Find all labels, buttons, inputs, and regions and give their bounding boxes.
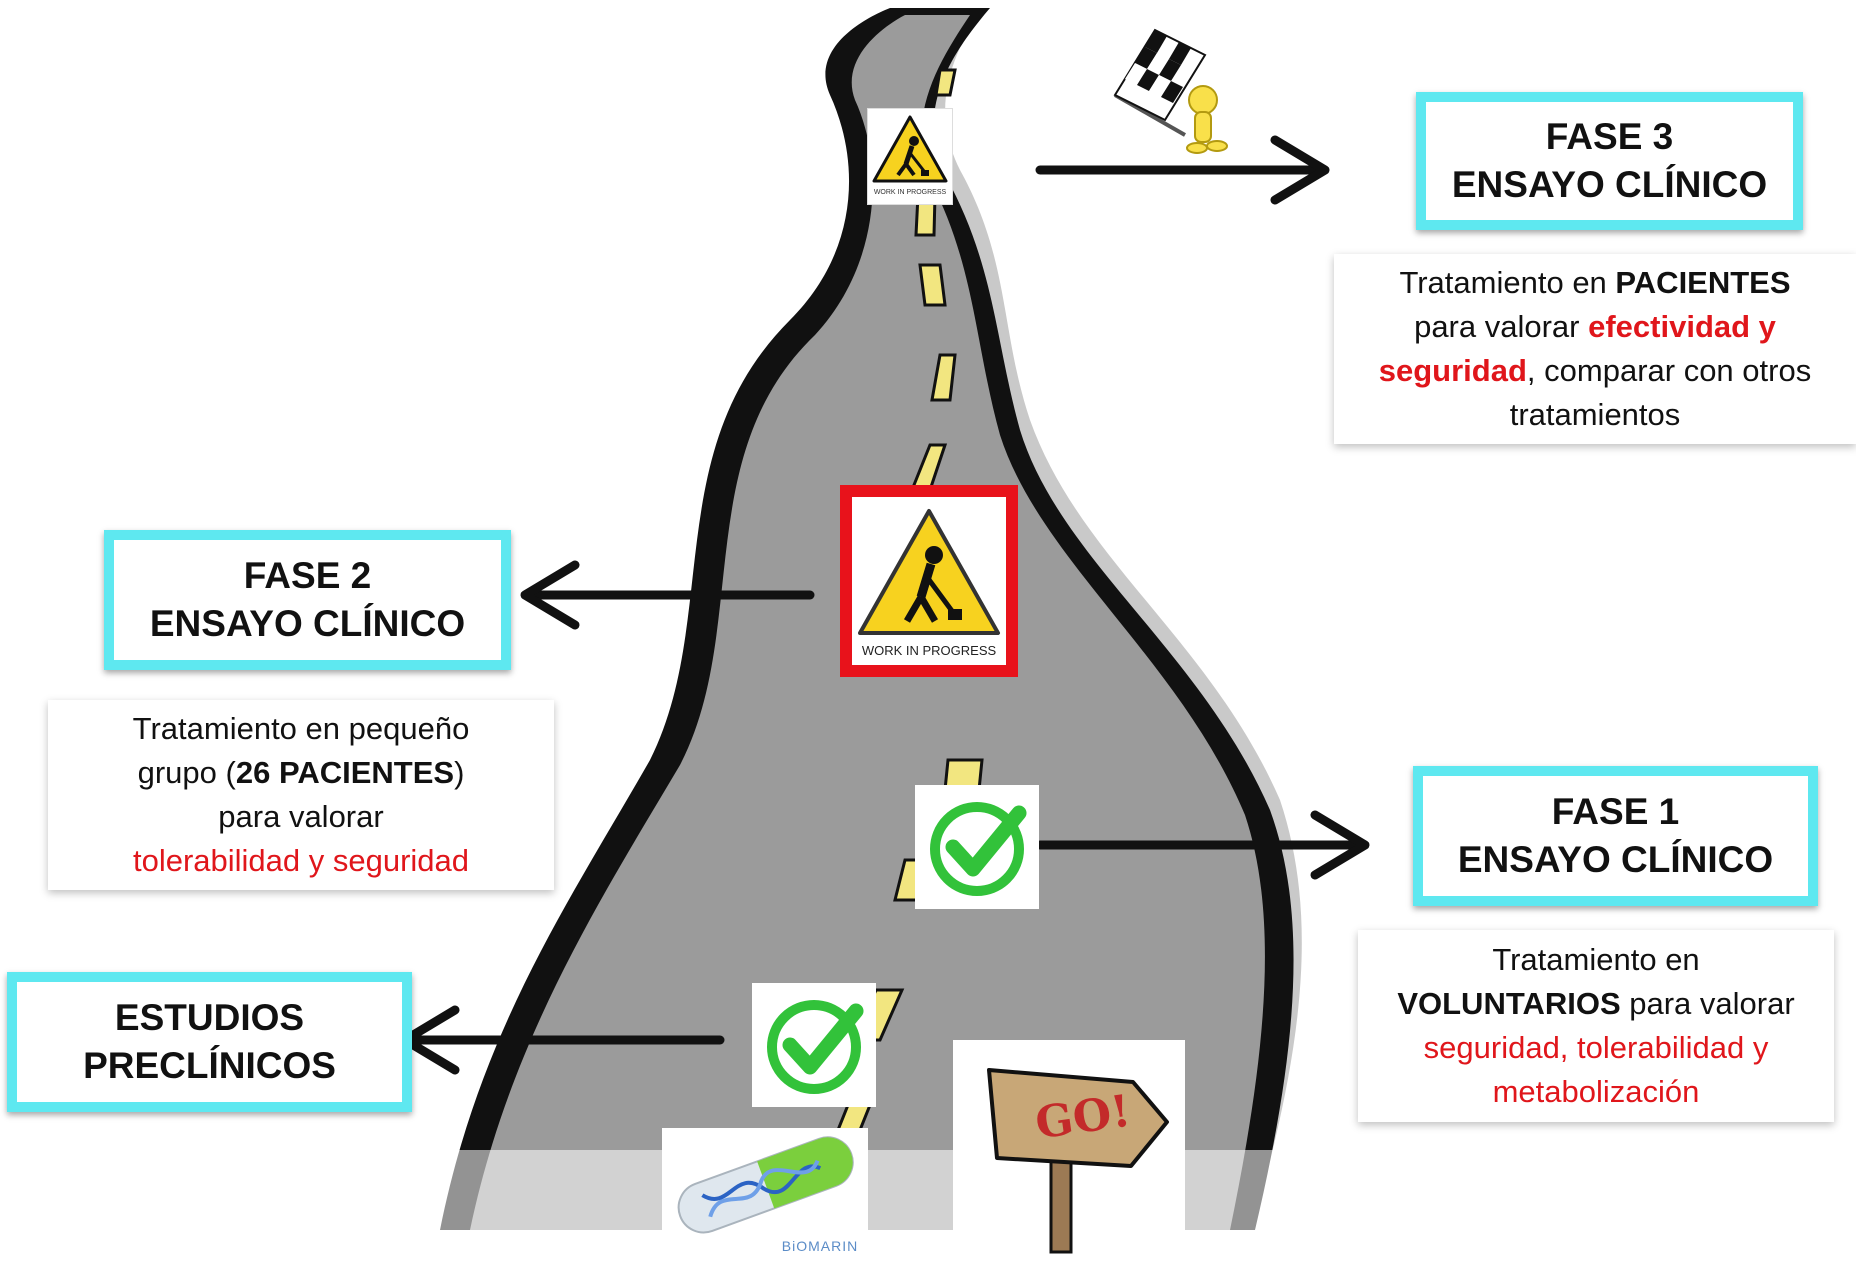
fase1-description: Tratamiento en VOLUNTARIOS para valorar …	[1358, 930, 1834, 1122]
biomarin-logo: BiOMARIN	[662, 1128, 868, 1258]
worker-warning-icon	[872, 115, 948, 183]
fase3-subtitle: ENSAYO CLÍNICO	[1451, 164, 1768, 205]
preclinicos-title: ESTUDIOS	[114, 996, 305, 1038]
check-icon	[767, 1000, 864, 1094]
fase1-check	[915, 785, 1039, 909]
fase3-title: FASE 3	[1545, 115, 1674, 157]
fase1-box: FASE 1 ENSAYO CLÍNICO	[1413, 766, 1818, 906]
fase2-title: FASE 2	[243, 554, 372, 596]
pill-icon	[677, 1136, 854, 1234]
fase2-box: FASE 2 ENSAYO CLÍNICO	[104, 530, 511, 670]
preclinicos-subtitle: PRECLÍNICOS	[83, 1045, 336, 1086]
fase2-description: Tratamiento en pequeño grupo (26 PACIENT…	[48, 700, 554, 890]
brand-label: BiOMARIN	[781, 1238, 859, 1254]
check-icon	[930, 802, 1027, 896]
fase2-subtitle: ENSAYO CLÍNICO	[149, 603, 466, 644]
checkered-flag-icon	[1113, 28, 1228, 154]
preclinicos-check	[752, 983, 876, 1107]
go-sign-icon	[987, 1068, 1169, 1254]
fase1-title: FASE 1	[1551, 790, 1680, 832]
fase1-subtitle: ENSAYO CLÍNICO	[1457, 839, 1774, 880]
wip-label-small: WORK IN PROGRESS	[873, 189, 947, 196]
current-phase-work-in-progress-sign: WORK IN PROGRESS	[840, 485, 1018, 677]
go-signpost: GO!	[953, 1040, 1185, 1258]
finish-flag-figure	[1095, 20, 1235, 160]
worker-warning-icon	[858, 509, 1000, 635]
fase3-box: FASE 3 ENSAYO CLÍNICO	[1416, 92, 1803, 230]
work-in-progress-sign-small: WORK IN PROGRESS	[867, 108, 953, 205]
preclinicos-box: ESTUDIOS PRECLÍNICOS	[7, 972, 412, 1112]
fase3-description: Tratamiento en PACIENTES para valorar ef…	[1334, 254, 1856, 444]
wip-label-large: WORK IN PROGRESS	[861, 643, 997, 658]
